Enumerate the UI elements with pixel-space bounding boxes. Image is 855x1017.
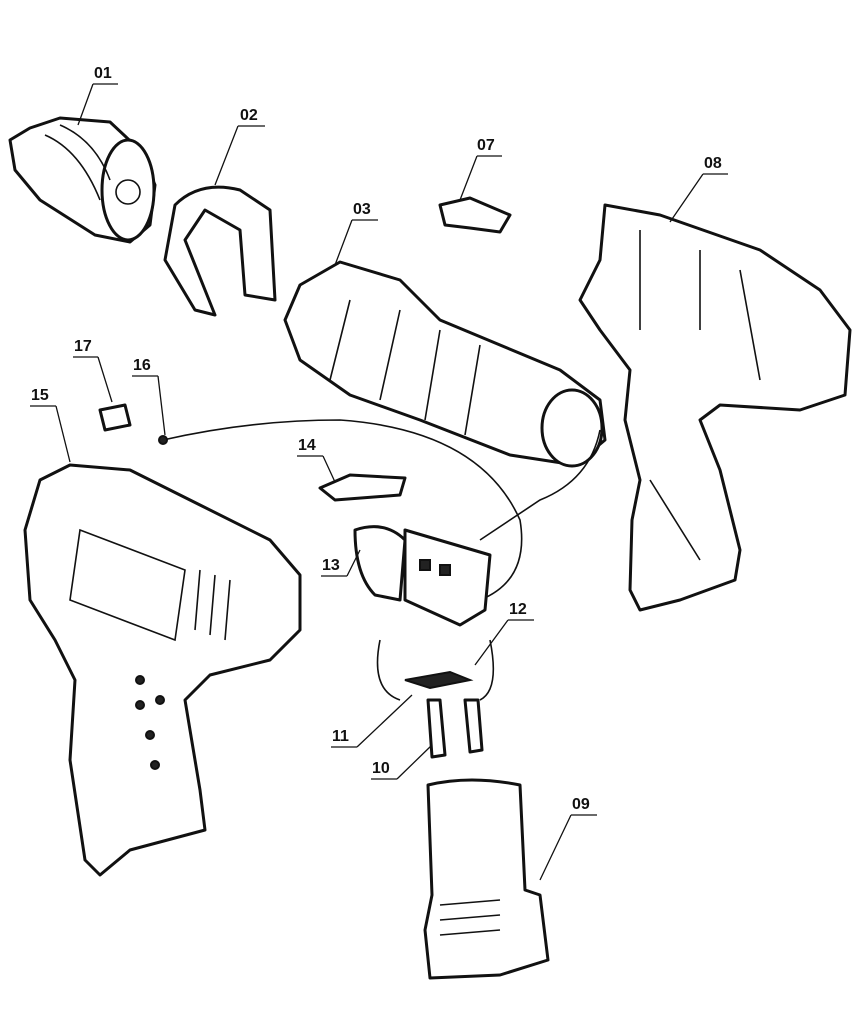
part-ring-clip (163, 185, 277, 317)
part-10 (426, 698, 447, 759)
part-battery (423, 778, 550, 980)
leader-lines (30, 83, 728, 881)
part-11-contact (463, 698, 484, 754)
part-16-wire (162, 419, 601, 601)
part-chuck (8, 116, 157, 244)
part-housing-left (23, 463, 302, 877)
part-label-10: 10 (372, 760, 390, 777)
part-label-15: 15 (31, 387, 49, 404)
part-label-14: 14 (298, 437, 316, 454)
part-label-13: 13 (322, 557, 340, 574)
part-label-01: 01 (94, 65, 112, 82)
part-label-09: 09 (572, 796, 590, 813)
part-switch (353, 525, 492, 627)
part-label-16: 16 (133, 357, 151, 374)
part-label-17: 17 (74, 338, 92, 355)
part-label-03: 03 (353, 201, 371, 218)
part-label-08: 08 (704, 155, 722, 172)
part-housing-right (578, 203, 852, 612)
part-motor-gearbox (283, 260, 607, 468)
part-label-02: 02 (240, 107, 258, 124)
part-label-12: 12 (509, 601, 527, 618)
part-12 (404, 670, 474, 690)
part-label-07: 07 (477, 137, 495, 154)
part-07 (438, 196, 512, 234)
part-label-11: 11 (332, 728, 349, 745)
part-17 (98, 403, 132, 432)
part-14 (318, 473, 407, 502)
